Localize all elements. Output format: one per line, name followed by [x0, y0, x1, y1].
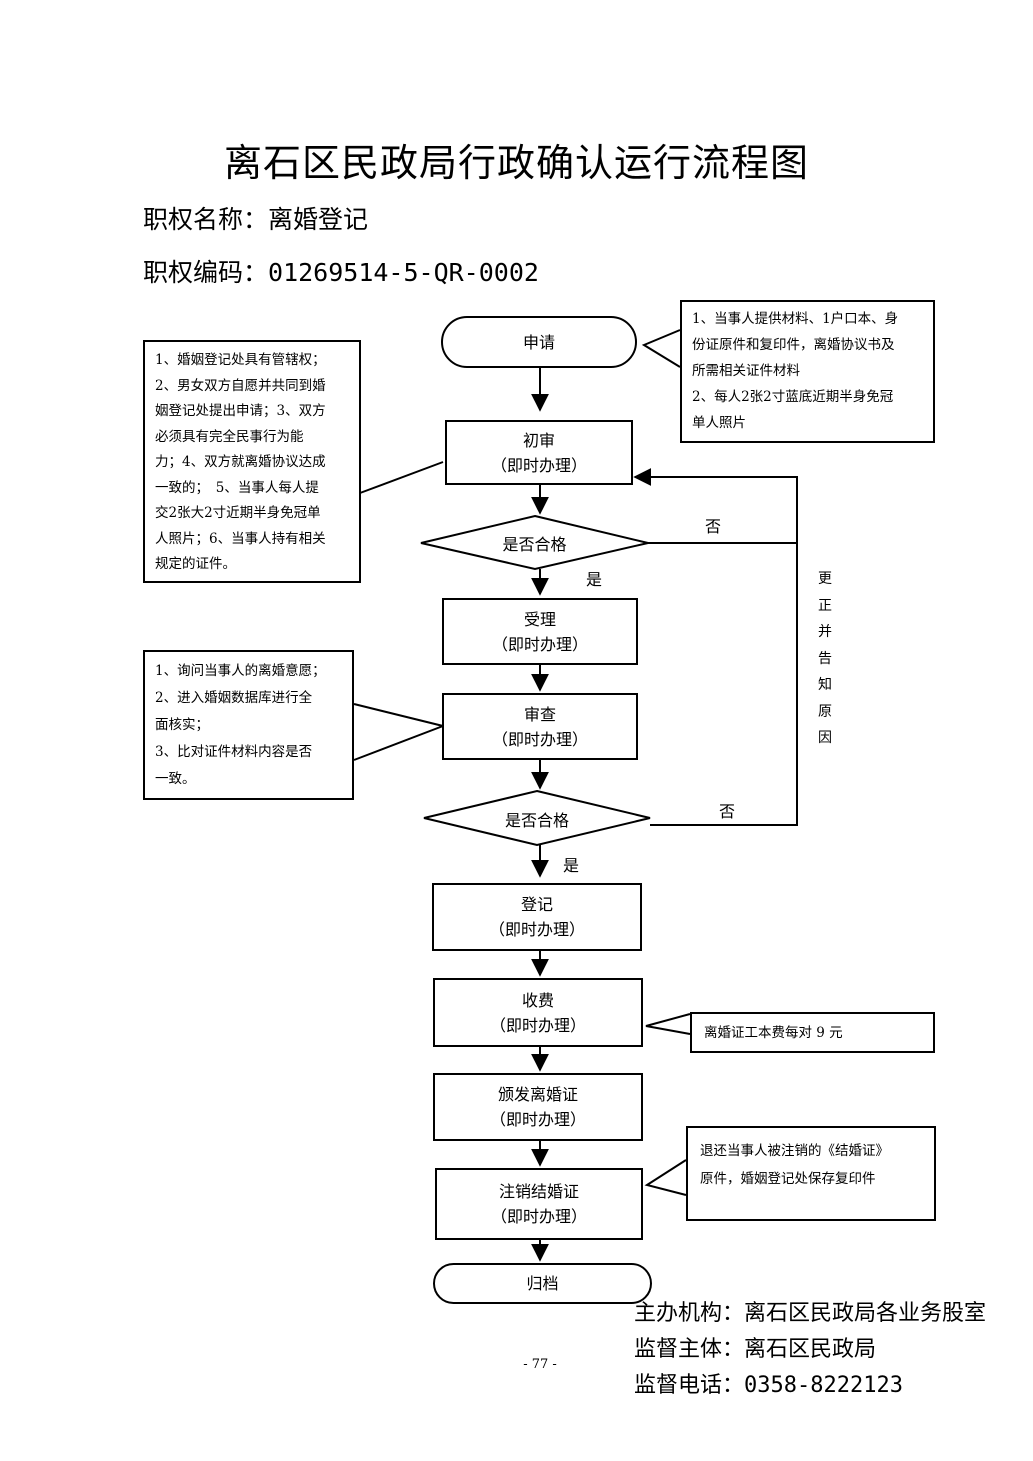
- node-archive: 归档: [433, 1263, 652, 1304]
- footer-host: 主办机构：离石区民政局各业务股室: [634, 1296, 986, 1332]
- note-line: 2、每人2张2寸蓝底近期半身免冠: [692, 389, 894, 405]
- power-name: 职权名称：离婚登记: [143, 200, 368, 236]
- note-cancel: 退还当事人被注销的《结婚证》 原件，婚姻登记处保存复印件: [686, 1126, 936, 1221]
- edge-label-yes-1: 是: [586, 570, 603, 589]
- node-cancel-mode: （即时办理）: [490, 1207, 587, 1226]
- note-line: 规定的证件。: [155, 556, 236, 572]
- return-char: 知: [818, 677, 832, 693]
- note-fee: 离婚证工本费每对 9 元: [690, 1012, 935, 1053]
- page-number: - 77 -: [523, 1357, 557, 1372]
- node-issue-mode: （即时办理）: [489, 1110, 586, 1129]
- power-code-label: 职权编码：: [143, 258, 269, 287]
- note-materials: 1、当事人提供材料、1户口本、身 份证原件和复印件，离婚协议书及 所需相关证件材…: [680, 300, 935, 443]
- decision-qualified-1-label: 是否合格: [502, 535, 567, 554]
- node-accept-name: 受理: [523, 609, 556, 629]
- node-accept-mode: （即时办理）: [491, 634, 588, 654]
- note-line: 2、男女双方自愿并共同到婚: [155, 377, 326, 394]
- decision-qualified-1: [420, 514, 649, 571]
- node-prelim-mode: （即时办理）: [490, 455, 587, 475]
- note-line: 所需相关证件材料: [692, 363, 800, 379]
- footer-phone-value: 0358-8222123: [744, 1373, 903, 1398]
- node-apply: 申请: [441, 316, 637, 368]
- note-line: 退还当事人被注销的《结婚证》: [700, 1143, 889, 1159]
- node-accept: 受理 （即时办理）: [442, 598, 638, 665]
- note-line: 一致。: [155, 771, 196, 787]
- note-line: 面核实；: [155, 717, 209, 733]
- callout-cancel-pointer: [644, 1159, 687, 1196]
- note-line: 1、询问当事人的离婚意愿；: [155, 663, 326, 679]
- edge-label-return-reason: 更 正 并 告 知 原 因: [816, 566, 834, 752]
- note-line: 单人照片: [692, 415, 746, 431]
- callout-fee-pointer: [645, 1013, 691, 1035]
- footer-info: 主办机构：离石区民政局各业务股室 监督主体：离石区民政局 监督电话：0358-8…: [634, 1296, 986, 1404]
- note-line: 1、婚姻登记处具有管辖权；: [155, 352, 326, 368]
- return-char: 原: [818, 703, 832, 720]
- return-char: 因: [818, 730, 832, 746]
- note-conditions: 1、婚姻登记处具有管辖权； 2、男女双方自愿并共同到婚 姻登记处提出申请；3、双…: [143, 340, 361, 583]
- return-char: 正: [818, 597, 832, 614]
- callout-review-pointer: [353, 703, 447, 761]
- footer-host-label: 主办机构：: [634, 1301, 745, 1326]
- node-prelim-name: 初审: [522, 430, 555, 450]
- return-char: 更: [818, 571, 832, 587]
- note-line: 份证原件和复印件，离婚协议书及: [692, 337, 895, 353]
- return-char: 并: [818, 624, 832, 640]
- note-line: 原件，婚姻登记处保存复印件: [700, 1171, 876, 1187]
- power-name-label: 职权名称：: [143, 205, 269, 234]
- power-code-value: 01269514-5-QR-0002: [268, 258, 539, 287]
- edge-label-no-2: 否: [719, 802, 736, 821]
- note-line: 交2张大2寸近期半身免冠单: [155, 505, 321, 521]
- footer-supervisor-value: 离石区民政局: [744, 1337, 877, 1362]
- callout-materials-pointer: [641, 329, 681, 368]
- return-char: 告: [818, 650, 832, 667]
- node-fee: 收费 （即时办理）: [433, 978, 643, 1047]
- footer-supervisor: 监督主体：离石区民政局: [634, 1332, 986, 1368]
- note-line: 必须具有完全民事行为能: [155, 428, 304, 445]
- node-review-name: 审查: [523, 704, 556, 724]
- decision-qualified-2: [423, 789, 651, 847]
- page-title: 离石区民政局行政确认运行流程图: [223, 141, 809, 185]
- footer-host-value: 离石区民政局各业务股室: [744, 1301, 987, 1326]
- note-line: 人照片；6、当事人持有相关: [155, 530, 326, 547]
- note-line: 2、进入婚姻数据库进行全: [155, 690, 313, 706]
- node-apply-label: 申请: [522, 332, 555, 352]
- note-line: 一致的； 5、当事人每人提: [155, 479, 319, 496]
- node-register-name: 登记: [520, 895, 553, 914]
- node-issue-certificate: 颁发离婚证 （即时办理）: [433, 1073, 643, 1141]
- note-line: 离婚证工本费每对 9 元: [704, 1025, 843, 1041]
- footer-supervisor-label: 监督主体：: [634, 1337, 745, 1362]
- footer-phone: 监督电话：0358-8222123: [634, 1368, 986, 1404]
- node-fee-mode: （即时办理）: [489, 1015, 586, 1035]
- decision-qualified-2-label: 是否合格: [504, 811, 569, 830]
- note-line: 3、比对证件材料内容是否: [155, 744, 313, 760]
- note-line: 力；4、双方就离婚协议达成: [155, 454, 326, 470]
- edge-check2-no-return: [633, 468, 798, 826]
- power-name-value: 离婚登记: [268, 205, 369, 234]
- note-line: 姻登记处提出申请；3、双方: [155, 403, 326, 419]
- node-cancel-marriage-cert: 注销结婚证 （即时办理）: [435, 1168, 643, 1240]
- power-code: 职权编码：01269514-5-QR-0002: [143, 253, 539, 289]
- node-register: 登记 （即时办理）: [432, 883, 642, 951]
- node-archive-label: 归档: [526, 1274, 559, 1293]
- node-issue-name: 颁发离婚证: [497, 1085, 578, 1104]
- footer-phone-label: 监督电话：: [634, 1373, 745, 1398]
- node-review-mode: （即时办理）: [491, 729, 588, 749]
- node-cancel-name: 注销结婚证: [498, 1182, 579, 1201]
- edge-label-no-1: 否: [705, 517, 722, 536]
- node-review: 审查 （即时办理）: [442, 693, 638, 760]
- node-prelim-review: 初审 （即时办理）: [445, 420, 633, 485]
- node-register-mode: （即时办理）: [488, 920, 585, 939]
- note-line: 1、当事人提供材料、1户口本、身: [692, 311, 899, 327]
- edge-label-yes-2: 是: [563, 856, 580, 875]
- node-fee-name: 收费: [521, 990, 554, 1010]
- callout-conditions-leader: [359, 461, 444, 494]
- note-review-items: 1、询问当事人的离婚意愿； 2、进入婚姻数据库进行全 面核实； 3、比对证件材料…: [143, 650, 354, 800]
